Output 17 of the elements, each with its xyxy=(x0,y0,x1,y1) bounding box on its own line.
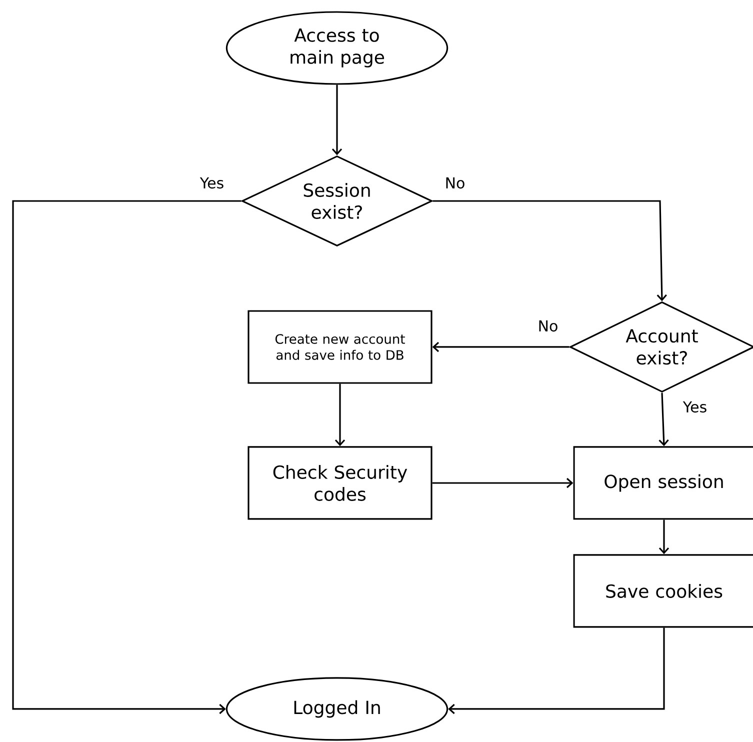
edge-label: No xyxy=(536,319,560,333)
edge-label: Yes xyxy=(682,400,708,414)
arrow xyxy=(432,478,574,488)
arrow xyxy=(432,342,570,352)
arrow xyxy=(448,628,665,714)
process-box: Save cookies xyxy=(573,554,753,628)
edge-label: Yes xyxy=(198,176,226,190)
process-box: Check Security codes xyxy=(248,446,432,520)
edge-label: No xyxy=(444,176,466,190)
arrow xyxy=(432,200,667,302)
arrow xyxy=(658,392,669,446)
process-box: Create new account and save info to DB xyxy=(248,310,432,384)
arrow xyxy=(12,200,242,714)
arrow xyxy=(332,84,342,156)
process-box: Open session xyxy=(573,446,753,520)
arrow xyxy=(334,384,346,446)
arrow xyxy=(658,520,670,554)
